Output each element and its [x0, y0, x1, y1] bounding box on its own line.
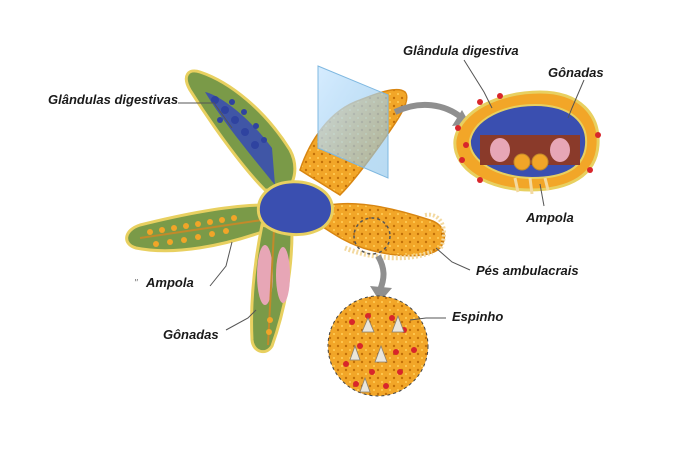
ampullae-row	[139, 215, 263, 247]
cross-section	[453, 90, 601, 195]
arrow-to-cross-section	[393, 101, 464, 121]
gonads-cluster	[257, 229, 290, 346]
tube-feet-fringe	[344, 245, 433, 261]
arm-lower-right	[319, 202, 446, 257]
cutting-plane	[317, 65, 389, 179]
arrow-head-magnified	[370, 286, 392, 302]
label-gonads-body: Gônadas	[163, 327, 219, 342]
arm-left	[125, 203, 267, 253]
arrow-to-magnified	[375, 254, 387, 292]
label-digestive-gland: Glândula digestiva	[403, 43, 519, 58]
magnify-target-ring	[353, 217, 391, 255]
stray-mark: "	[134, 278, 138, 289]
label-ampulla-body: Ampola	[145, 275, 194, 290]
magnified-skin-view	[327, 295, 429, 397]
label-gonads-cross: Gônadas	[548, 65, 604, 80]
label-ampulla-cross: Ampola	[525, 210, 574, 225]
tube-feet-tip	[424, 212, 446, 251]
label-digestive-glands: Glândulas digestivas	[48, 92, 178, 107]
label-tube-feet: Pés ambulacrais	[476, 263, 579, 278]
label-spine: Espinho	[452, 309, 503, 324]
leader-lines	[178, 59, 585, 331]
central-disc	[256, 180, 334, 236]
